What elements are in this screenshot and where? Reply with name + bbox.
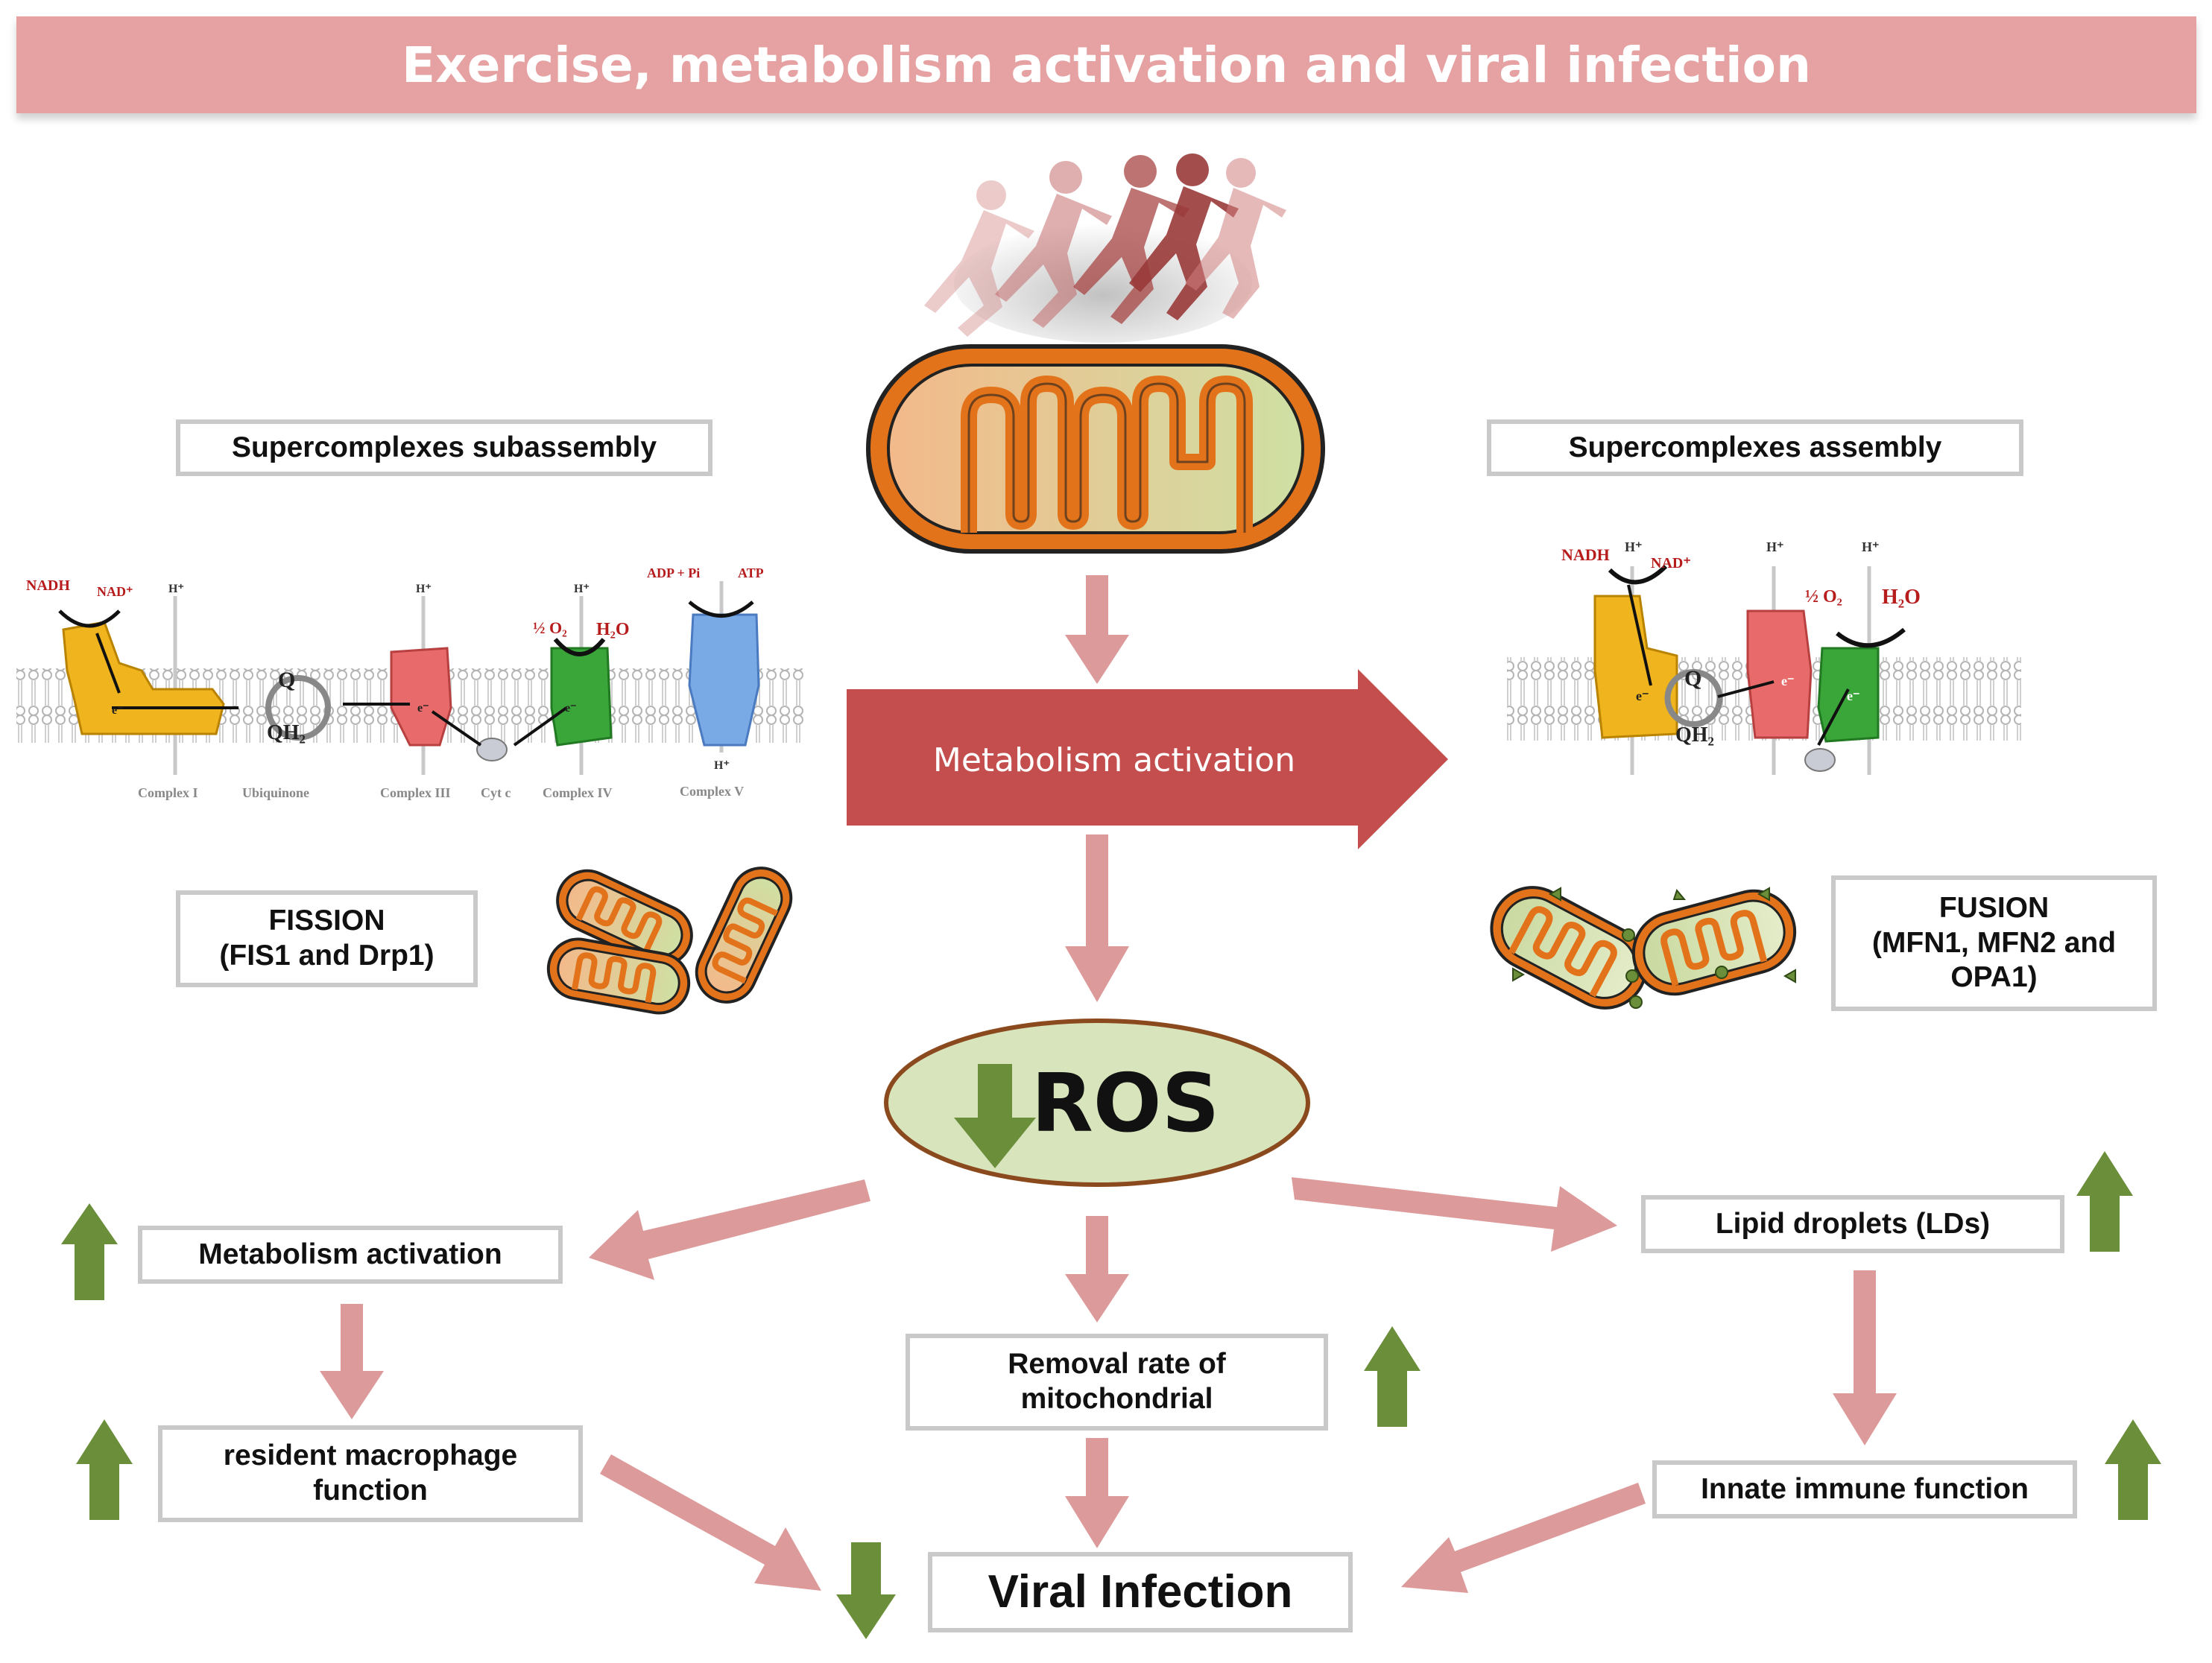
etc-left-e3: e⁻ xyxy=(565,702,577,715)
etc-left-qh2: QH₂ xyxy=(267,721,306,744)
right-etc-complexes xyxy=(1507,564,2021,775)
arrow-mito-to-metabolism xyxy=(1065,575,1129,684)
arrow-metabolism-to-ros xyxy=(1065,834,1129,1002)
viral-down-arrow xyxy=(836,1542,896,1639)
viral-label: Viral Infection xyxy=(987,1565,1293,1618)
metabolism-left-box: Metabolism activation xyxy=(138,1226,563,1284)
macrophage-line1: resident macrophage xyxy=(223,1439,518,1472)
lipid-up-arrow xyxy=(2076,1151,2133,1252)
fusion-line2: (MFN1, MFN2 and xyxy=(1871,926,2117,959)
etc-left-h4: H⁺ xyxy=(714,759,730,772)
arrow-metabolism-to-macrophage xyxy=(320,1304,384,1419)
etc-left-nad: NAD⁺ xyxy=(97,584,133,599)
complex-v-icon xyxy=(688,613,760,747)
etc-left-ubiquinone: Ubiquinone xyxy=(242,785,309,800)
assembly-label: Supercomplexes assembly xyxy=(1568,431,1942,463)
ros-label: ROS xyxy=(1031,1057,1220,1150)
arrow-lipid-to-innate xyxy=(1833,1270,1897,1445)
innate-box: Innate immune function xyxy=(1652,1460,2077,1518)
complex-iii-icon xyxy=(390,647,452,747)
etc-left-complex1: Complex I xyxy=(138,785,198,800)
fusion-mitochondria-icon xyxy=(1490,886,1797,1010)
metabolism-big-arrow xyxy=(847,669,1448,849)
etc-left-h2o: H₂O xyxy=(596,620,630,639)
macrophage-box: resident macrophage function xyxy=(158,1425,583,1522)
etc-right-qh2: QH₂ xyxy=(1675,723,1714,747)
mitochondrion-icon xyxy=(866,344,1325,554)
metabolism-up-arrow xyxy=(61,1203,118,1300)
innate-label: Innate immune function xyxy=(1701,1472,2029,1505)
subassembly-label: Supercomplexes subassembly xyxy=(231,431,657,463)
indicator-arrows xyxy=(61,1064,2161,1639)
etc-left-h1: H⁺ xyxy=(168,583,184,595)
title-banner: Exercise, metabolism activation and vira… xyxy=(16,16,2196,113)
removal-line2: mitochondrial xyxy=(1020,1383,1213,1415)
etc-right-q: Q xyxy=(1684,666,1701,691)
etc-right-h1: H⁺ xyxy=(1625,539,1643,554)
etc-left-complex5: Complex V xyxy=(680,784,744,799)
right-etc-labels: NADH NAD⁺ H⁺ H⁺ H⁺ ½ O₂ H₂O Q QH₂ e⁻ e⁻ … xyxy=(1561,539,1921,747)
removal-line1: Removal rate of xyxy=(1008,1348,1226,1381)
arrow-macrophage-to-viral xyxy=(600,1454,821,1591)
etc-left-e2: e⁻ xyxy=(417,702,429,715)
etc-right-e1: e⁻ xyxy=(1636,688,1649,703)
fusion-line3: OPA1) xyxy=(1950,961,2038,994)
metabolism-center-label: Metabolism activation xyxy=(933,741,1295,779)
etc-right-h3: H⁺ xyxy=(1862,539,1880,554)
arrow-removal-to-viral xyxy=(1065,1438,1129,1548)
etc-right-e2: e⁻ xyxy=(1781,674,1795,688)
etc-left-nadh: NADH xyxy=(26,577,70,594)
etc-right-o2: ½ O₂ xyxy=(1805,587,1842,606)
metabolism-left-label: Metabolism activation xyxy=(198,1238,502,1270)
lipid-label: Lipid droplets (LDs) xyxy=(1715,1207,1991,1240)
removal-up-arrow xyxy=(1364,1326,1421,1427)
arrow-ros-to-lipid xyxy=(1292,1177,1617,1252)
macrophage-line2: function xyxy=(313,1474,428,1507)
left-etc-complexes xyxy=(58,581,760,775)
etc-left-h3: H⁺ xyxy=(574,583,590,595)
etc-left-adp: ADP + Pi xyxy=(647,566,700,580)
etc-left-atp: ATP xyxy=(738,566,764,580)
etc-left-complex4: Complex IV xyxy=(543,785,613,800)
arrow-ros-to-metabolism-left xyxy=(589,1179,870,1280)
macrophage-up-arrow xyxy=(76,1419,133,1520)
etc-right-e3: e⁻ xyxy=(1847,688,1860,703)
left-etc-labels: NADH NAD⁺ H⁺ H⁺ H⁺ H⁺ ADP + Pi ATP ½ O₂ … xyxy=(26,566,764,800)
arrow-ros-to-removal xyxy=(1065,1216,1129,1323)
viral-box: Viral Infection xyxy=(928,1552,1353,1632)
innate-up-arrow xyxy=(2105,1419,2161,1520)
arrow-innate-to-viral xyxy=(1401,1483,1646,1593)
etc-left-q: Q xyxy=(278,668,295,692)
removal-box: Removal rate of mitochondrial xyxy=(906,1334,1328,1431)
etc-right-h2o: H₂O xyxy=(1882,586,1921,609)
ros-down-arrow xyxy=(954,1064,1036,1168)
etc-right-h2: H⁺ xyxy=(1766,539,1784,554)
etc-left-cytc: Cyt c xyxy=(481,785,511,800)
etc-left-o2: ½ O₂ xyxy=(533,618,567,637)
etc-right-nadh: NADH xyxy=(1561,545,1610,564)
subassembly-box: Supercomplexes subassembly xyxy=(176,419,712,476)
etc-left-h2: H⁺ xyxy=(416,583,432,595)
fusion-box: FUSION (MFN1, MFN2 and OPA1) xyxy=(1831,875,2157,1011)
lipid-box: Lipid droplets (LDs) xyxy=(1641,1195,2064,1253)
assembly-box: Supercomplexes assembly xyxy=(1487,419,2023,476)
fission-line1: FISSION xyxy=(268,905,385,937)
etc-left-e1: e⁻ xyxy=(112,704,124,717)
etc-left-complex3: Complex III xyxy=(380,785,451,800)
etc-right-nad: NAD⁺ xyxy=(1651,555,1691,571)
fission-mitochondria-icon xyxy=(546,867,793,1015)
complex-iv-icon xyxy=(550,647,613,747)
fusion-line1: FUSION xyxy=(1938,891,2050,924)
flow-arrows xyxy=(320,575,1897,1593)
title-text: Exercise, metabolism activation and vira… xyxy=(402,36,1811,94)
cyt-c-icon xyxy=(476,738,508,761)
runners-silhouette-icon xyxy=(924,153,1286,343)
fission-line2: (FIS1 and Drp1) xyxy=(219,940,434,972)
fission-box: FISSION (FIS1 and Drp1) xyxy=(176,890,478,987)
